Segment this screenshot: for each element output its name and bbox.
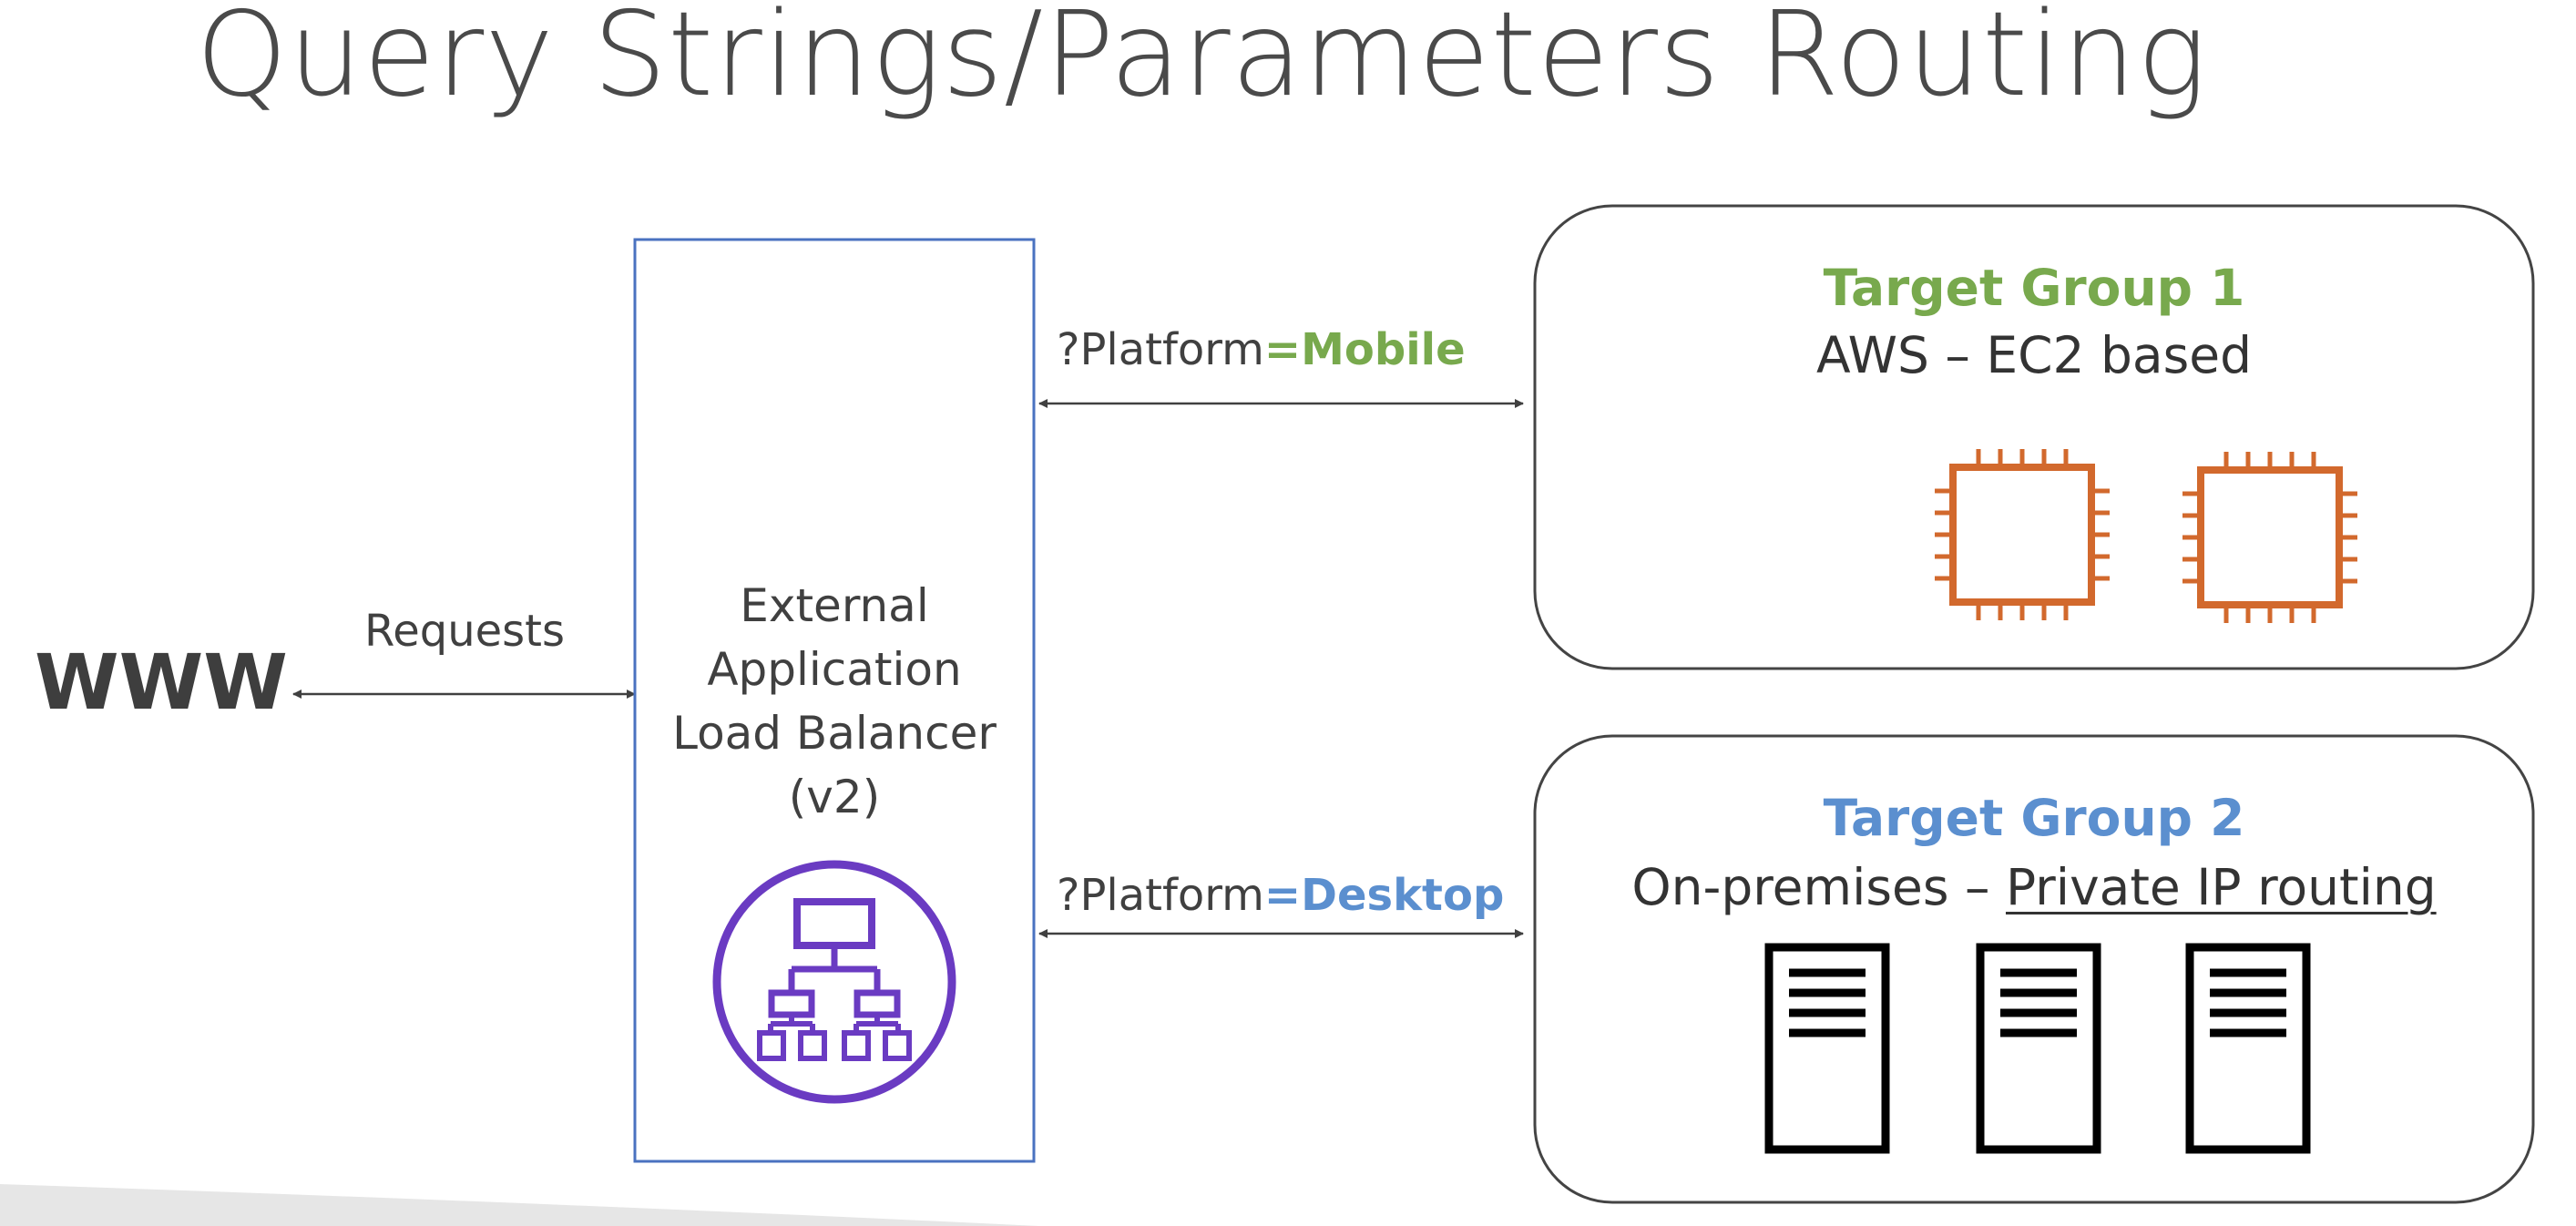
- load-balancer-line: Application: [707, 643, 962, 696]
- route-param-value: =Mobile: [1263, 324, 1466, 375]
- route-param-name: ?Platform: [1057, 870, 1264, 921]
- ec2-instance-icon: [2182, 452, 2357, 623]
- target-group-2-subtitle: On-premises – Private IP routing: [1535, 858, 2533, 916]
- server-icon: [1764, 943, 1890, 1154]
- server-icon: [2185, 943, 2311, 1154]
- route-param-name: ?Platform: [1057, 324, 1264, 375]
- desktop-route-label: ?Platform=Desktop: [1057, 870, 1504, 921]
- target-group-2-title: Target Group 2: [1823, 789, 2245, 847]
- load-balancer-label: External Application Load Balancer (v2): [634, 574, 1035, 829]
- server-icon: [1976, 943, 2101, 1154]
- client-www-label: WWW: [35, 638, 288, 727]
- private-ip-routing-link[interactable]: Private IP routing: [2005, 858, 2437, 916]
- page-title: Query Strings/Parameters Routing: [196, 0, 2208, 123]
- target-group-1-box[interactable]: [1533, 204, 2535, 670]
- decorative-swoosh: [0, 1184, 1038, 1226]
- route-param-value: =Desktop: [1263, 870, 1505, 921]
- target-group-2-subtitle-prefix: On-premises –: [1631, 858, 2006, 916]
- load-balancer-box[interactable]: [633, 238, 1036, 1163]
- target-group-1-subtitle: AWS – EC2 based: [1815, 326, 2253, 384]
- requests-label: Requests: [364, 606, 565, 657]
- mobile-route-label: ?Platform=Mobile: [1057, 324, 1466, 375]
- load-balancer-line: External: [740, 579, 929, 632]
- target-group-2-box[interactable]: [1533, 734, 2535, 1204]
- ec2-instance-icon: [1935, 449, 2110, 620]
- load-balancer-icon: [712, 860, 956, 1104]
- load-balancer-line: Load Balancer: [672, 707, 997, 760]
- load-balancer-line: (v2): [788, 771, 881, 823]
- target-group-1-title: Target Group 1: [1823, 259, 2245, 317]
